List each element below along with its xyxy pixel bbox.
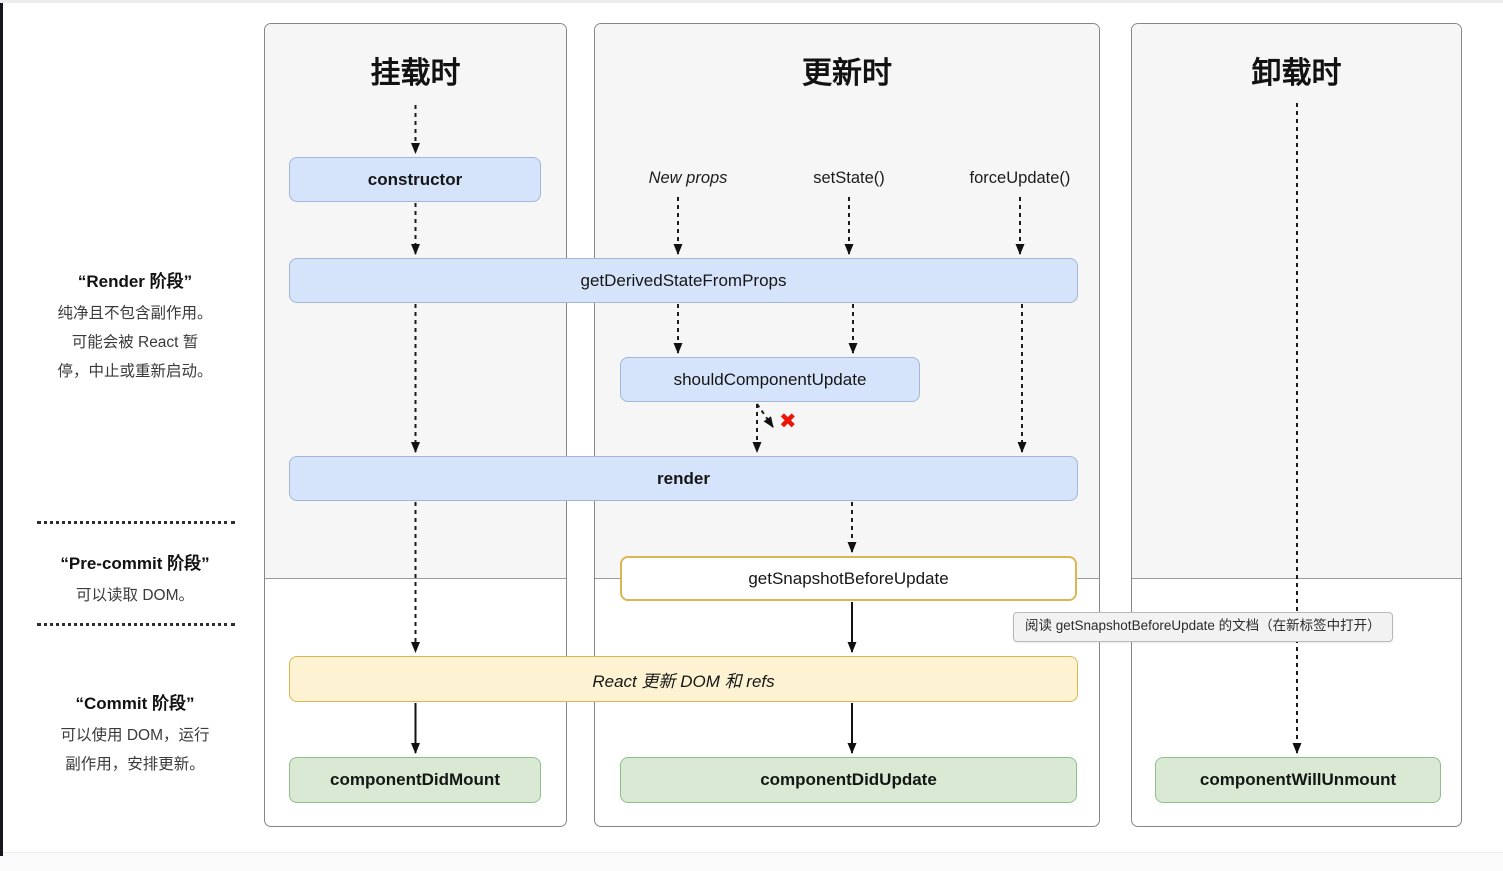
column-title-mounting: 挂载时 xyxy=(370,57,461,90)
phase-render-desc-line: 停，中止或重新启动。 xyxy=(57,363,213,380)
phase-label-render: “Render 阶段” 纯净且不包含副作用。 可能会被 React 暂 停，中止… xyxy=(28,267,242,386)
box-getderivedstatefromprops[interactable]: getDerivedStateFromProps xyxy=(289,258,1078,303)
box-componentdidmount[interactable]: componentDidMount xyxy=(289,757,541,803)
phase-render-title: “Render 阶段” xyxy=(77,272,193,291)
phase-precommit-title: “Pre-commit 阶段” xyxy=(60,554,210,573)
window-left-edge xyxy=(0,3,3,856)
skip-update-cross-icon: ✖ xyxy=(779,410,797,433)
box-constructor[interactable]: constructor xyxy=(289,157,541,202)
phase-precommit-desc-line: 可以读取 DOM。 xyxy=(76,587,194,604)
link-tooltip: 阅读 getSnapshotBeforeUpdate 的文档（在新标签中打开） xyxy=(1013,612,1393,642)
box-componentwillunmount[interactable]: componentWillUnmount xyxy=(1155,757,1441,803)
phase-label-precommit: “Pre-commit 阶段” 可以读取 DOM。 xyxy=(28,549,242,610)
window-top-edge xyxy=(0,0,1503,3)
phase-divider-dotted xyxy=(37,521,235,524)
box-componentdidupdate[interactable]: componentDidUpdate xyxy=(620,757,1077,803)
box-shouldcomponentupdate[interactable]: shouldComponentUpdate xyxy=(620,357,920,402)
phase-commit-desc-line: 副作用，安排更新。 xyxy=(65,756,205,773)
column-title-unmounting: 卸载时 xyxy=(1251,57,1342,90)
trigger-setstate[interactable]: setState() xyxy=(813,169,885,187)
phase-commit-desc-line: 可以使用 DOM，运行 xyxy=(60,727,210,744)
column-title-updating: 更新时 xyxy=(802,57,892,90)
phase-render-desc-line: 纯净且不包含副作用。 xyxy=(57,305,213,322)
trigger-forceupdate[interactable]: forceUpdate() xyxy=(969,169,1071,187)
phase-label-commit: “Commit 阶段” 可以使用 DOM，运行 副作用，安排更新。 xyxy=(28,689,242,779)
trigger-new-props: New props xyxy=(648,169,728,187)
box-render[interactable]: render xyxy=(289,456,1078,501)
phase-divider-dotted xyxy=(37,623,235,626)
window-bottom-strip xyxy=(0,852,1503,871)
box-react-updates-dom: React 更新 DOM 和 refs xyxy=(289,656,1078,702)
render-phase-zone xyxy=(1132,24,1461,579)
phase-render-desc-line: 可能会被 React 暂 xyxy=(71,334,199,351)
arrow-scu-skip-branch xyxy=(756,403,774,428)
phase-commit-title: “Commit 阶段” xyxy=(75,694,195,713)
box-getsnapshotbeforeupdate[interactable]: getSnapshotBeforeUpdate xyxy=(620,556,1077,601)
